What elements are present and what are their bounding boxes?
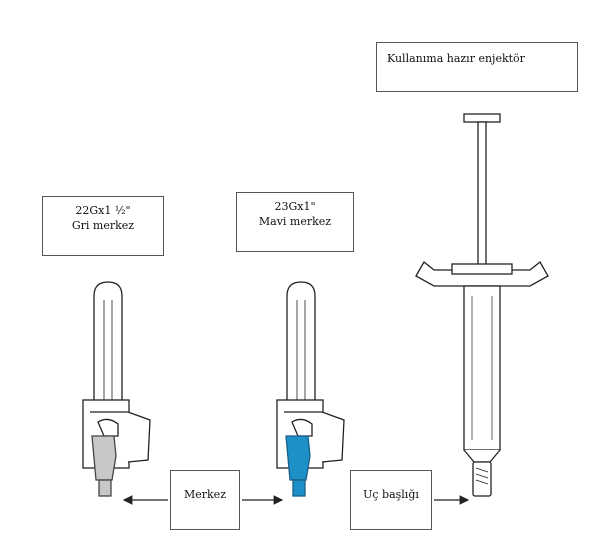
grey-hub xyxy=(91,435,117,481)
grey-needle-gauge-label: 22Gx1 ½" xyxy=(75,204,131,217)
plunger-head xyxy=(463,113,501,123)
plunger-rod xyxy=(477,121,487,273)
syringe-illustration xyxy=(415,113,549,497)
blue-needle-cap xyxy=(286,281,316,400)
tip-cap-label-box: Uç başlığı xyxy=(350,470,432,530)
syringe-label: Kullanıma hazır enjektör xyxy=(387,52,525,65)
syringe-label-box: Kullanıma hazır enjektör xyxy=(376,42,578,92)
grey-needle-hub-label: Gri merkez xyxy=(71,219,135,232)
syringe-tip-cap xyxy=(472,461,492,497)
grey-needle-cap xyxy=(93,281,123,400)
blue-needle-label-box: 23Gx1" Mavi merkez xyxy=(236,192,354,252)
hub-label-box: Merkez xyxy=(170,470,240,530)
grey-needle-illustration xyxy=(82,281,151,497)
blue-hub-tip xyxy=(292,479,306,497)
blue-needle-hub-label: Mavi merkez xyxy=(258,215,332,228)
hub-label: Merkez xyxy=(183,488,226,501)
syringe-barrel xyxy=(463,285,501,451)
grey-needle-label-box: 22Gx1 ½" Gri merkez xyxy=(42,196,164,256)
blue-needle-illustration xyxy=(276,281,345,497)
grey-hub-tip xyxy=(98,479,112,497)
blue-needle-gauge-label: 23Gx1" xyxy=(274,200,316,213)
tip-cap-label: Uç başlığı xyxy=(363,488,419,501)
blue-hub xyxy=(285,435,311,481)
